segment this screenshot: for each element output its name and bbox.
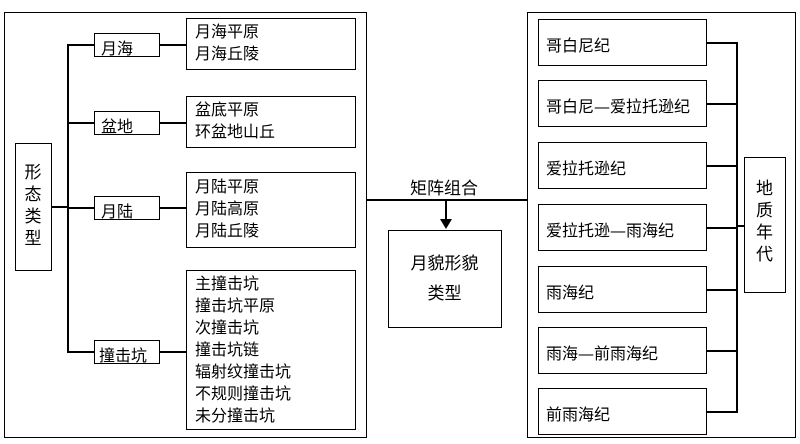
result-line: 月貌形貌	[410, 253, 479, 274]
connector	[160, 207, 186, 209]
connector	[737, 225, 744, 227]
connector	[707, 411, 737, 413]
geologic-age-root: 地 质 年 代	[744, 157, 786, 293]
matrix-combination-label: 矩阵组合	[410, 179, 478, 199]
connector	[67, 122, 94, 124]
item: 月陆高原	[195, 199, 260, 218]
highland-items: 月陆平原 月陆高原 月陆丘陵	[186, 172, 356, 248]
connector	[367, 199, 527, 201]
root-char: 地	[756, 179, 773, 199]
crater-items: 主撞击坑 撞击坑平原 次撞击坑 撞击坑链 辐射纹撞击坑 不规则撞击坑 未分撞击坑	[186, 270, 356, 430]
connector	[707, 289, 737, 291]
category-crater: 撞击坑	[94, 340, 160, 365]
item: 盆底平原	[195, 100, 260, 119]
period-copernican: 哥白尼纪	[538, 19, 707, 66]
morphology-panel	[4, 12, 367, 438]
item: 未分撞击坑	[195, 406, 276, 425]
root-char: 类	[24, 207, 42, 227]
item: 月海平原	[195, 22, 260, 41]
connector	[707, 227, 737, 229]
down-arrow-icon	[440, 219, 452, 229]
arrow-shaft	[445, 199, 447, 221]
connector	[736, 42, 738, 413]
connector	[707, 165, 737, 167]
period-imbrian-preimbrian: 雨海—前雨海纪	[538, 327, 707, 374]
item: 月海丘陵	[195, 44, 260, 63]
period-preimbrian: 前雨海纪	[538, 388, 707, 435]
item: 辐射纹撞击坑	[195, 362, 292, 381]
lunar-landform-type-box: 月貌形貌 类型	[388, 230, 502, 328]
category-maria: 月海	[94, 33, 160, 58]
connector	[160, 351, 186, 353]
item: 撞击坑平原	[195, 296, 276, 315]
period-copernican-eratosthenian: 哥白尼—爱拉托逊纪	[538, 80, 707, 127]
result-line: 类型	[427, 283, 462, 304]
connector	[67, 44, 94, 46]
root-char: 态	[24, 185, 42, 205]
connector	[67, 207, 94, 209]
root-char: 型	[24, 229, 42, 249]
maria-items: 月海平原 月海丘陵	[186, 18, 356, 70]
root-char: 质	[756, 201, 773, 221]
item: 月陆丘陵	[195, 221, 260, 240]
connector	[52, 206, 68, 208]
connector	[67, 351, 94, 353]
category-basin: 盆地	[94, 111, 160, 136]
morphology-type-root: 形 态 类 型	[15, 143, 52, 271]
connector	[707, 103, 737, 105]
period-eratosthenian-imbrian: 爱拉托逊—雨海纪	[538, 204, 707, 251]
root-char: 代	[756, 245, 773, 265]
period-eratosthenian: 爱拉托逊纪	[538, 142, 707, 189]
connector	[160, 44, 186, 46]
root-char: 年	[756, 223, 773, 243]
root-char: 形	[24, 163, 42, 183]
period-imbrian: 雨海纪	[538, 266, 707, 313]
connector	[67, 44, 69, 352]
category-highland: 月陆	[94, 196, 160, 221]
basin-items: 盆底平原 环盆地山丘	[186, 96, 356, 148]
geologic-age-panel	[527, 12, 796, 438]
connector	[160, 122, 186, 124]
item: 主撞击坑	[195, 274, 260, 293]
item: 撞击坑链	[195, 340, 260, 359]
connector	[707, 350, 737, 352]
item: 次撞击坑	[195, 318, 260, 337]
connector	[707, 42, 737, 44]
item: 月陆平原	[195, 177, 260, 196]
item: 不规则撞击坑	[195, 384, 292, 403]
item: 环盆地山丘	[195, 122, 276, 141]
